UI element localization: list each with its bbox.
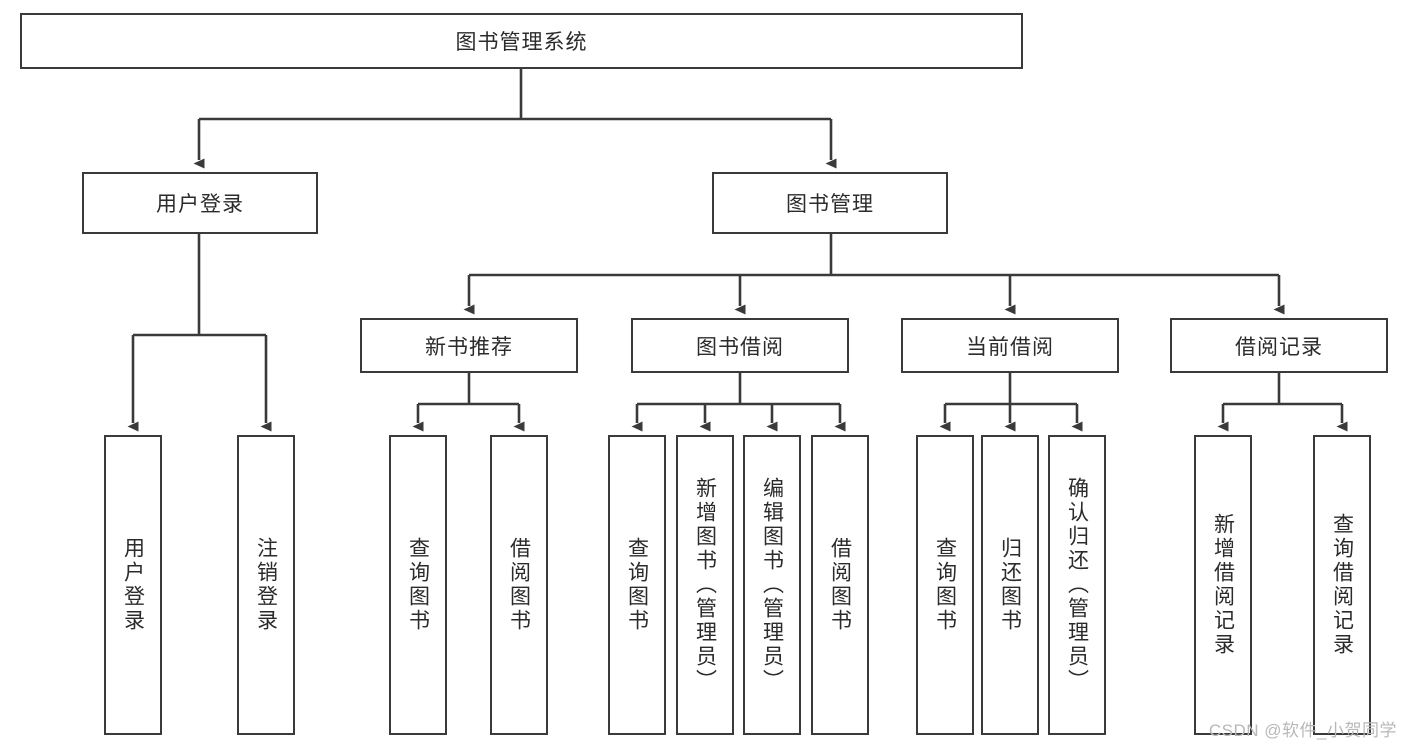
node-book-borrow[interactable]: 图书借阅 [631,318,849,373]
node-label: 当前借阅 [966,335,1054,359]
leaf-user-login-signout[interactable]: 注销登录 [237,435,295,735]
node-label: 注销登录 [254,537,278,633]
node-label: 借阅图书 [507,537,531,633]
leaf-borrow-query-book[interactable]: 查询图书 [608,435,666,735]
node-label: 借阅图书 [828,537,852,633]
node-label: 新增借阅记录 [1211,513,1235,657]
leaf-borrow-add-book-admin[interactable]: 新增图书（管理员） [676,435,734,735]
leaf-user-login-signin[interactable]: 用户登录 [104,435,162,735]
node-label: 确认归还（管理员） [1065,477,1089,693]
node-label: 借阅记录 [1235,335,1323,359]
leaf-current-query-book[interactable]: 查询图书 [916,435,974,735]
node-label: 图书管理 [786,193,874,216]
node-label: 图书管理系统 [455,31,588,54]
node-label: 用户登录 [156,193,244,216]
leaf-current-confirm-return-admin[interactable]: 确认归还（管理员） [1048,435,1106,735]
leaf-new-book-query[interactable]: 查询图书 [389,435,447,735]
node-current-borrow[interactable]: 当前借阅 [901,318,1119,373]
node-label: 编辑图书（管理员） [760,477,784,693]
leaf-records-query-record[interactable]: 查询借阅记录 [1313,435,1371,735]
leaf-new-book-borrow[interactable]: 借阅图书 [490,435,548,735]
leaf-borrow-edit-book-admin[interactable]: 编辑图书（管理员） [743,435,801,735]
node-label: 用户登录 [121,537,145,633]
leaf-records-add-record[interactable]: 新增借阅记录 [1194,435,1252,735]
node-label: 查询借阅记录 [1330,513,1354,657]
node-label: 查询图书 [625,537,649,633]
node-label: 图书借阅 [696,335,784,359]
csdn-watermark: CSDN @软件_小贺同学 [1208,721,1397,740]
node-book-management[interactable]: 图书管理 [712,172,948,234]
node-user-login[interactable]: 用户登录 [82,172,318,234]
node-label: 查询图书 [933,537,957,633]
node-label: 新书推荐 [425,335,513,359]
node-root-book-management-system[interactable]: 图书管理系统 [20,13,1023,69]
node-new-book-recommend[interactable]: 新书推荐 [360,318,578,373]
leaf-borrow-borrow-book[interactable]: 借阅图书 [811,435,869,735]
leaf-current-return-book[interactable]: 归还图书 [981,435,1039,735]
node-borrow-records[interactable]: 借阅记录 [1170,318,1388,373]
node-label: 查询图书 [406,537,430,633]
node-label: 归还图书 [998,537,1022,633]
node-label: 新增图书（管理员） [693,477,717,693]
